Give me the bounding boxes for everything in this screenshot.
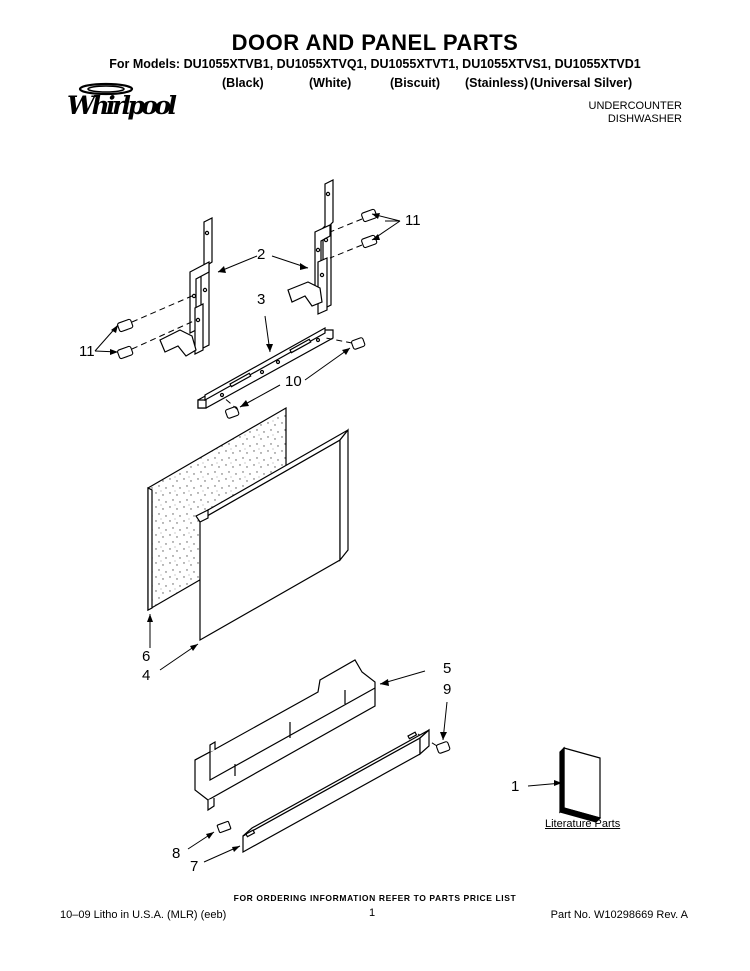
whirlpool-logo: Whirlpool [67, 91, 177, 120]
literature-parts-label: Literature Parts [545, 818, 621, 830]
callout-8: 8 [172, 845, 181, 862]
litho-info: 10–09 Litho in U.S.A. (MLR) (eeb) [60, 909, 227, 921]
callout-2: 2 [257, 246, 266, 263]
callout-7: 7 [190, 858, 199, 875]
variant-white: (White) [309, 76, 352, 90]
callout-6: 6 [142, 648, 151, 665]
callout-3: 3 [257, 291, 266, 308]
toe-panel-bracket [194, 659, 376, 812]
callout-4: 4 [142, 667, 151, 684]
page-number: 1 [369, 907, 376, 919]
ordering-note: FOR ORDERING INFORMATION REFER TO PARTS … [233, 893, 517, 903]
variant-stainless: (Stainless) [465, 76, 529, 90]
callout-1: 1 [511, 778, 520, 795]
screws [117, 208, 451, 834]
document-type: UNDERCOUNTER DISHWASHER [589, 100, 683, 126]
callout-11-left: 11 [79, 343, 95, 360]
toe-panel [242, 728, 430, 854]
doc-type-line-2: DISHWASHER [607, 113, 682, 125]
left-hinge-bracket [159, 217, 213, 357]
literature-booklet [558, 746, 602, 823]
variant-universal-silver: (Universal Silver) [530, 76, 633, 90]
callout-5: 5 [443, 660, 452, 677]
callout-9: 9 [443, 681, 452, 698]
arrowheads [110, 213, 562, 852]
models-line: For Models: DU1055XTVB1, DU1055XTVQ1, DU… [109, 57, 641, 71]
part-number: Part No. W10298669 Rev. A [550, 909, 688, 921]
right-hinge-bracket [287, 179, 334, 315]
variant-biscuit: (Biscuit) [390, 76, 440, 90]
callout-11-right: 11 [405, 212, 421, 229]
page-title: DOOR AND PANEL PARTS [231, 30, 519, 55]
door-panel [195, 428, 349, 642]
callout-10: 10 [285, 373, 302, 390]
svg-text:Whirlpool: Whirlpool [67, 91, 177, 120]
variant-black: (Black) [222, 76, 264, 90]
doc-type-line-1: UNDERCOUNTER [588, 100, 683, 112]
logo-swirl-icon [78, 82, 134, 96]
hinge-rail [197, 326, 334, 409]
